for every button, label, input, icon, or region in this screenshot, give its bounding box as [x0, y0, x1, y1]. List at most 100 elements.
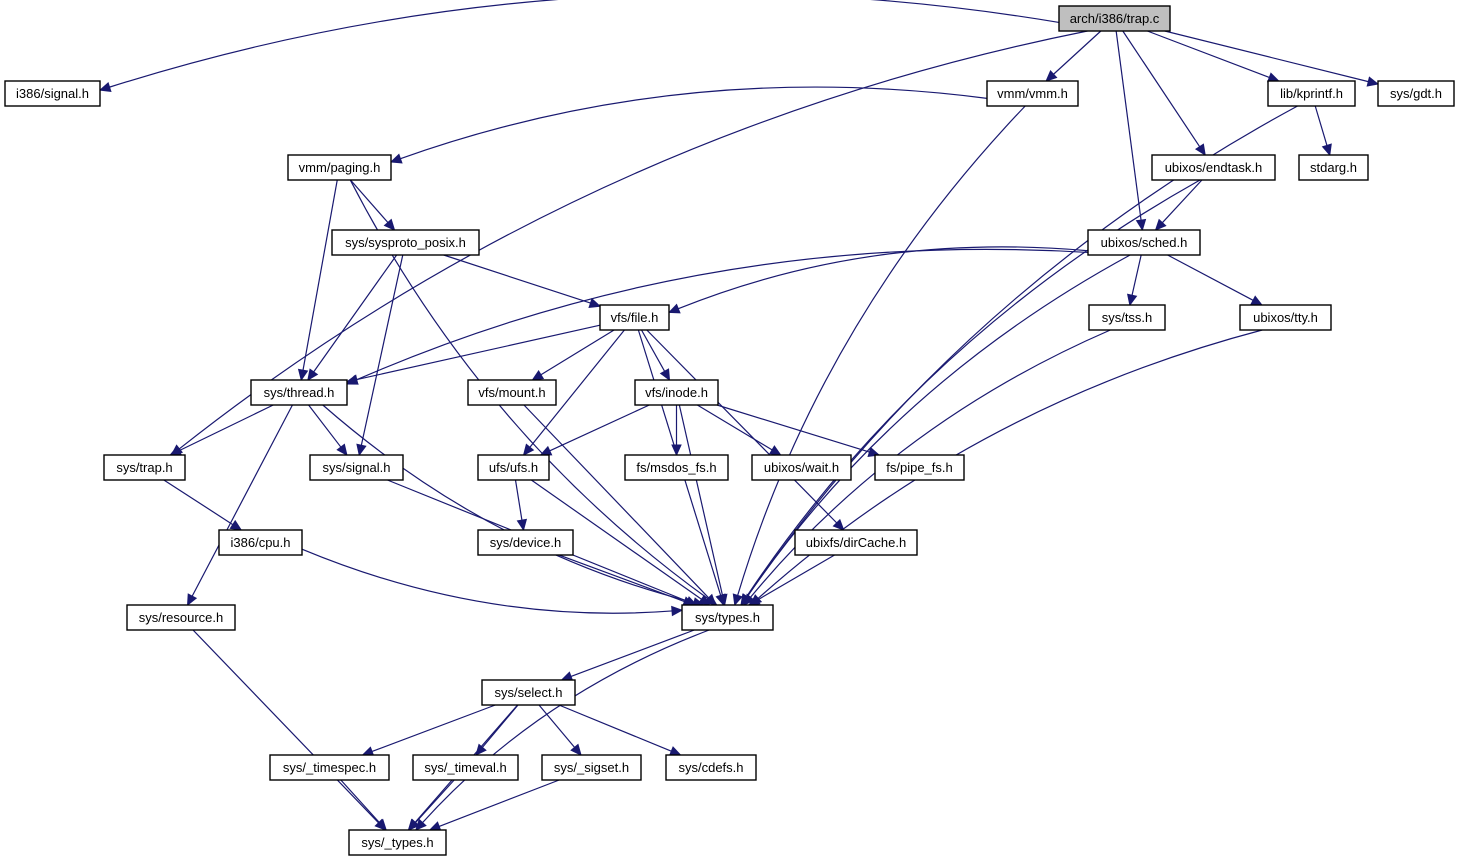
node-thread[interactable]: sys/thread.h [250, 379, 348, 406]
arrowhead-icon [383, 218, 396, 231]
node-label: ubixos/tty.h [1253, 310, 1318, 325]
node-dircache[interactable]: ubixfs/dirCache.h [794, 529, 918, 556]
node-select[interactable]: sys/select.h [481, 679, 576, 706]
node-file[interactable]: vfs/file.h [599, 304, 670, 331]
node-cdefs[interactable]: sys/cdefs.h [665, 754, 757, 781]
arrowhead-icon [832, 518, 845, 531]
edge-trap_c-to-sched [1115, 30, 1147, 232]
edge-sched-to-thread [345, 248, 1089, 385]
arrowhead-icon [1194, 143, 1206, 157]
node-timespec[interactable]: sys/_timespec.h [269, 754, 390, 781]
node-paging[interactable]: vmm/paging.h [287, 154, 392, 181]
node-device[interactable]: sys/device.h [477, 529, 574, 556]
node-ufs[interactable]: ufs/ufs.h [477, 454, 550, 481]
edge-line [640, 329, 666, 372]
edge-cpu-to-types [301, 548, 684, 617]
node-cpu[interactable]: i386/cpu.h [218, 529, 303, 556]
node-sysproto[interactable]: sys/sysproto_posix.h [331, 229, 480, 256]
edge-trap_c-to-vmm [1045, 30, 1102, 82]
node-pipe[interactable]: fs/pipe_fs.h [874, 454, 965, 481]
nodes-layer: arch/i386/trap.c i386/signal.h vmm/vmm.h li… [4, 5, 1455, 856]
arrowhead-icon [531, 370, 545, 381]
node-msdos[interactable]: fs/msdos_fs.h [624, 454, 729, 481]
node-endtask[interactable]: ubixos/endtask.h [1151, 154, 1276, 181]
edge-line [1122, 30, 1201, 148]
node-label: vfs/file.h [611, 310, 659, 325]
node-trap-c: arch/i386/trap.c [1058, 5, 1171, 32]
arrowhead-icon [356, 443, 367, 457]
edge-line [192, 629, 379, 824]
node-wait[interactable]: ubixos/wait.h [751, 454, 852, 481]
edge-line [514, 479, 523, 521]
node-box [1298, 154, 1369, 181]
edge-line [558, 704, 672, 752]
node-box [218, 529, 303, 556]
node-gdt[interactable]: sys/gdt.h [1377, 80, 1455, 107]
node-label: sys/tss.h [1102, 310, 1153, 325]
node-box [348, 829, 447, 856]
edges-layer [98, 0, 1380, 832]
node-kprintf[interactable]: lib/kprintf.h [1267, 80, 1356, 107]
arrowhead-icon [698, 594, 711, 606]
arrowhead-icon [704, 593, 717, 606]
node-box [874, 454, 965, 481]
node-types[interactable]: sys/types.h [681, 604, 774, 631]
edge-device-to-types [558, 554, 695, 607]
arrowhead-icon [717, 593, 728, 607]
arrowhead-icon [1045, 70, 1058, 82]
edge-types-to-_types [415, 629, 710, 831]
edge-file-to-thread [345, 324, 601, 385]
node-tty[interactable]: ubixos/tty.h [1239, 304, 1332, 331]
node-mount[interactable]: vfs/mount.h [467, 379, 557, 406]
edge-trap_c-to-i386_signal [98, 0, 1060, 93]
arrowhead-icon [743, 593, 755, 606]
node-i386-signal[interactable]: i386/signal.h [4, 80, 101, 107]
node-label: vfs/inode.h [645, 385, 708, 400]
node--types[interactable]: sys/_types.h [348, 829, 447, 856]
node-sigset[interactable]: sys/_sigset.h [541, 754, 642, 781]
node-box [1267, 80, 1356, 107]
node-label: ubixos/endtask.h [1165, 160, 1263, 175]
node-label: sys/_sigset.h [554, 760, 629, 775]
edge-thread-to-types [322, 404, 705, 608]
arrowhead-icon [539, 445, 553, 456]
edge-line [178, 30, 1088, 450]
edge-timeval-to-_types [408, 779, 455, 831]
edge-trap_c-to-kprintf [1147, 30, 1280, 83]
node-box [103, 454, 186, 481]
edge-line [340, 779, 380, 823]
node-timeval[interactable]: sys/_timeval.h [412, 754, 519, 781]
node-vmm[interactable]: vmm/vmm.h [986, 80, 1079, 107]
node-box [681, 604, 774, 631]
node-box [309, 454, 404, 481]
edge-line [1314, 105, 1328, 146]
edge-line [1147, 30, 1270, 79]
edge-select-to-cdefs [558, 704, 682, 756]
node-systrap[interactable]: sys/trap.h [103, 454, 186, 481]
node-box [287, 154, 392, 181]
edge-line [538, 704, 576, 748]
node-syssignal[interactable]: sys/signal.h [309, 454, 404, 481]
node-label: ubixfs/dirCache.h [806, 535, 906, 550]
edge-mount-to-types [523, 404, 717, 606]
edge-line [757, 554, 835, 601]
edge-line [558, 554, 685, 603]
node-stdarg[interactable]: stdarg.h [1298, 154, 1369, 181]
edge-inode-to-wait [697, 404, 782, 456]
edge-line [570, 629, 695, 678]
edge-line [1115, 30, 1142, 221]
node-resource[interactable]: sys/resource.h [126, 604, 236, 631]
edge-line [178, 404, 274, 452]
edge-line [716, 404, 870, 453]
edge-paging-to-thread [297, 179, 338, 382]
node-tss[interactable]: sys/tss.h [1088, 304, 1166, 331]
node-sched[interactable]: ubixos/sched.h [1087, 229, 1201, 256]
edge-select-to-sigset [538, 704, 582, 756]
node-box [412, 754, 519, 781]
node-inode[interactable]: vfs/inode.h [634, 379, 719, 406]
edge-trap_c-to-endtask [1122, 30, 1206, 157]
edge-line [678, 246, 1089, 310]
node-label: sys/trap.h [116, 460, 172, 475]
edge-line [646, 329, 838, 524]
